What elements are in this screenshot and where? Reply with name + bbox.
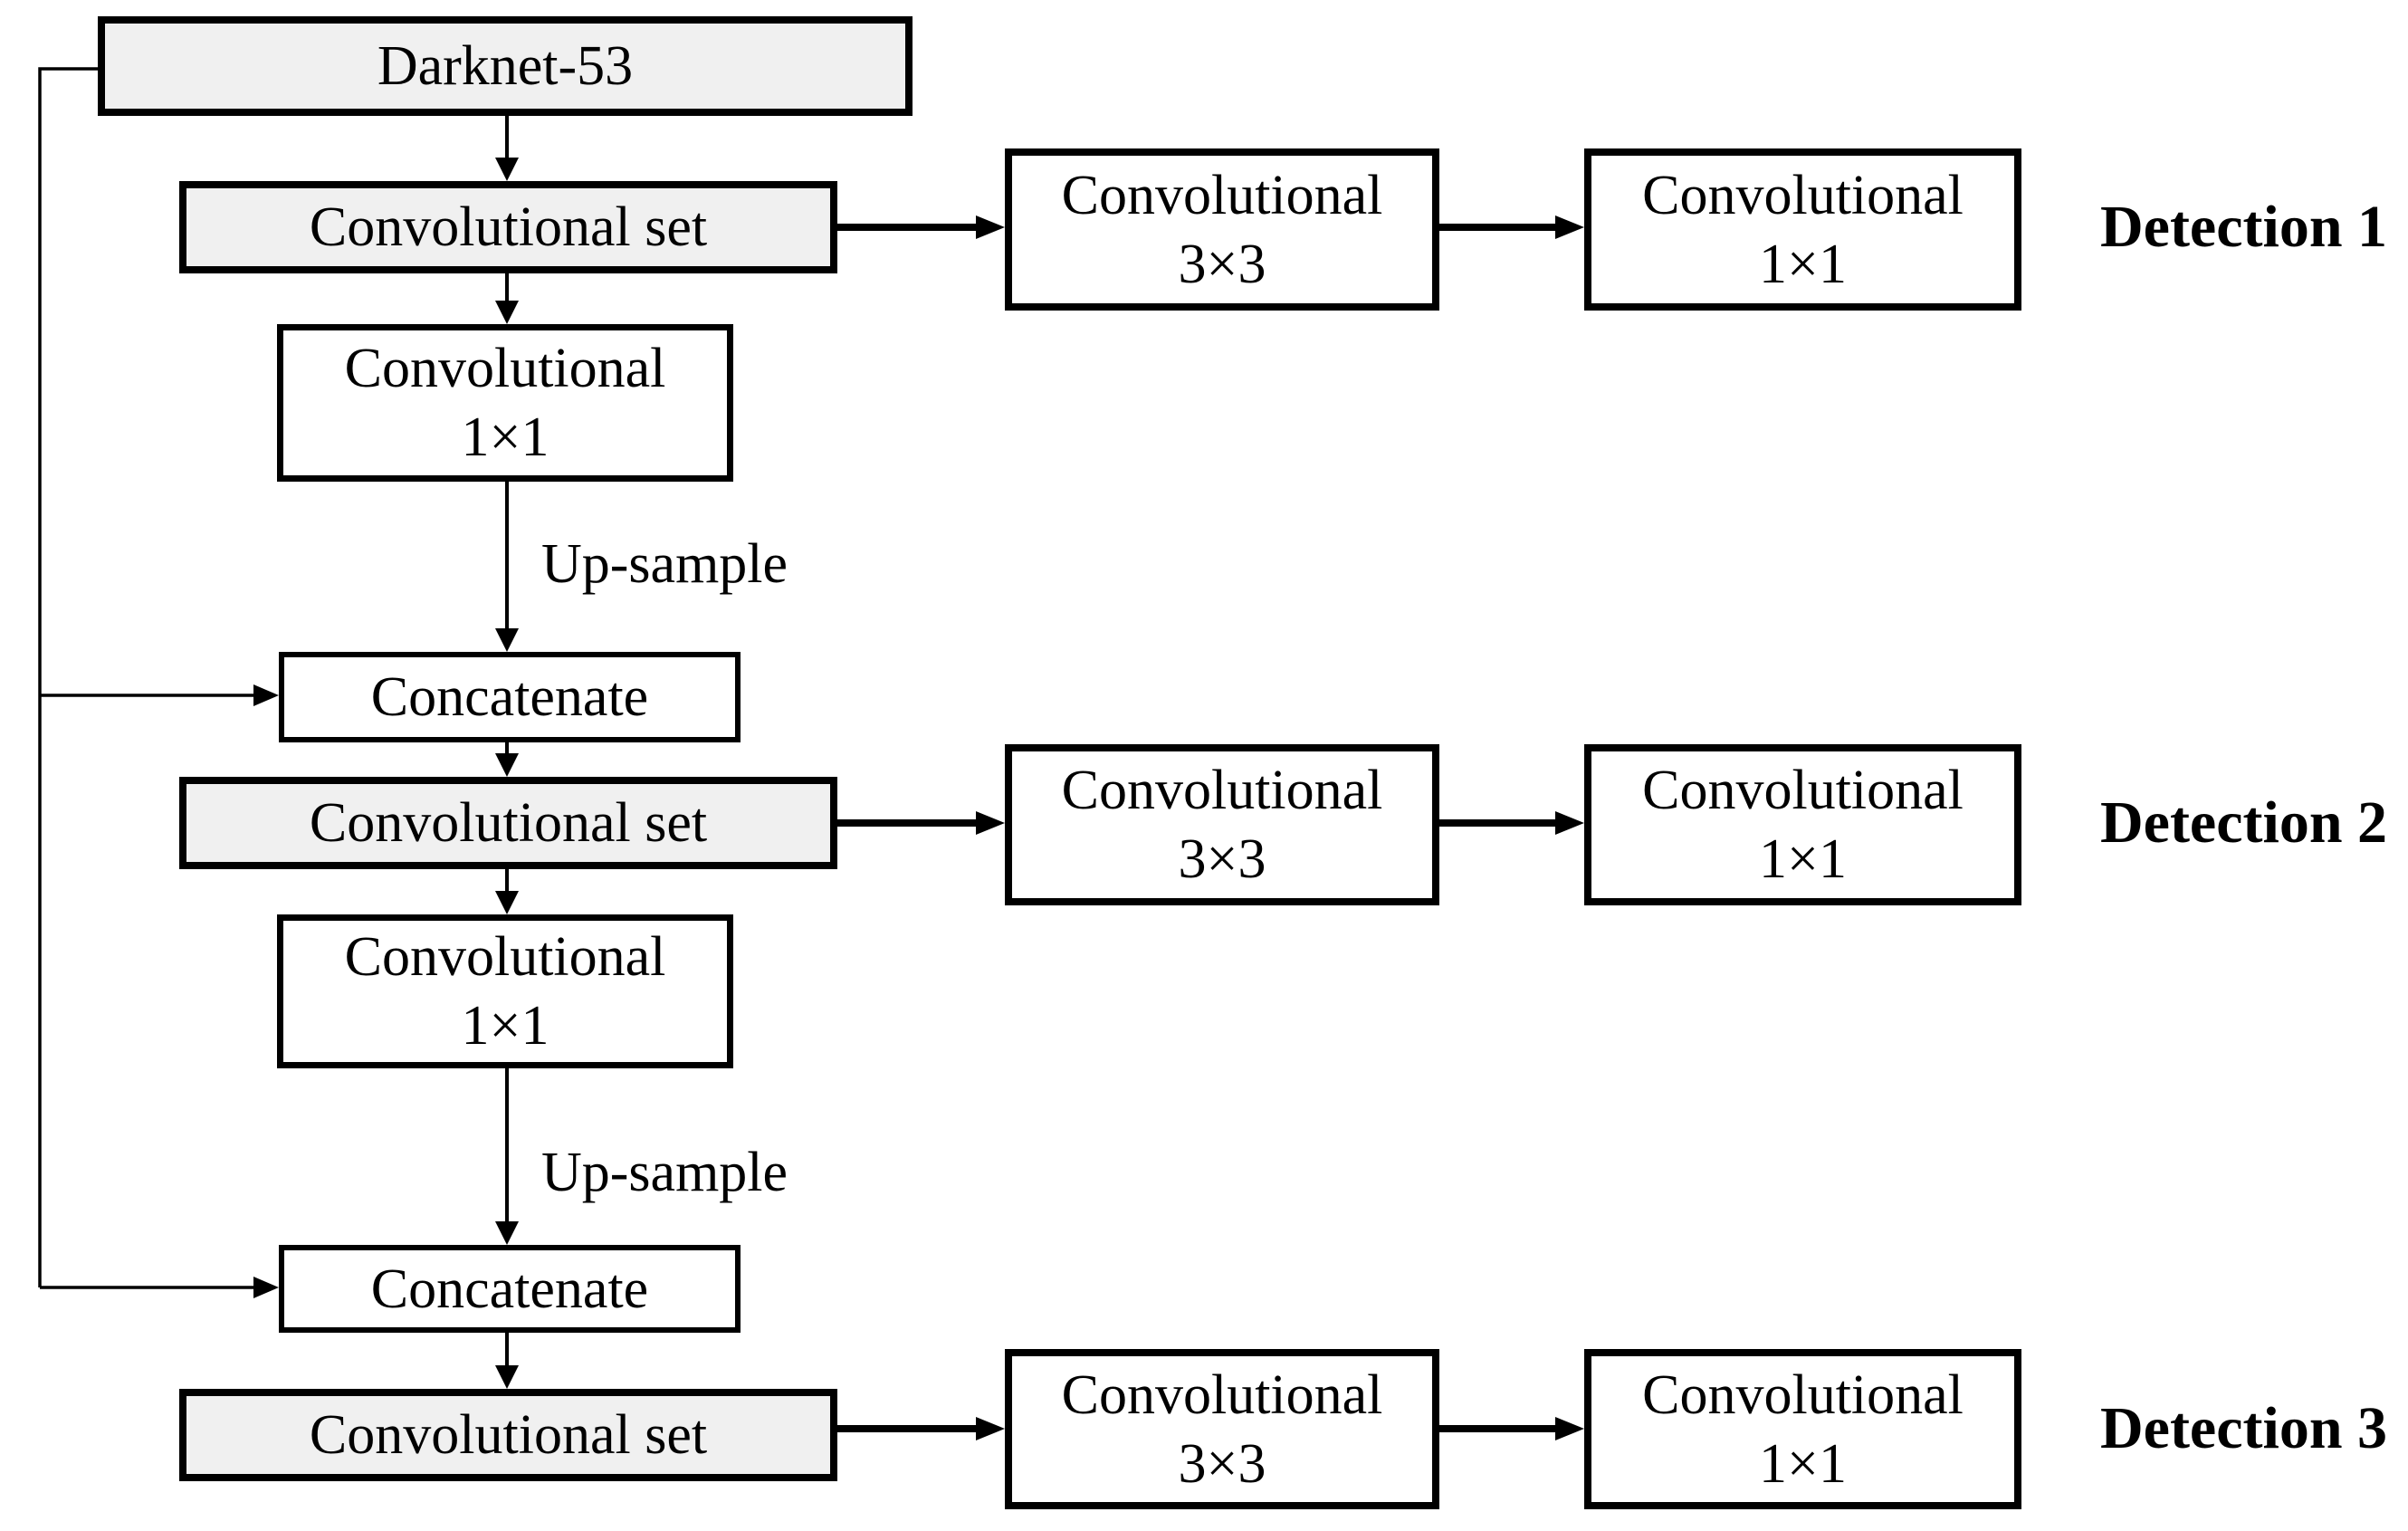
node-concatenate-1: Concatenate: [279, 652, 741, 742]
arrowheads: [253, 158, 1584, 1440]
label-detection-2: Detection 2: [2100, 789, 2388, 856]
node-concatenate-2-label: Concatenate: [370, 1258, 649, 1320]
node-conv-3x3-row3: Convolutional 3×3: [1005, 1349, 1439, 1509]
feedback-line-darknet: [38, 67, 257, 1289]
node-conv-1x1-row3: Convolutional 1×1: [1584, 1349, 2021, 1509]
node-conv-1x1-row3-line1: Convolutional: [1642, 1364, 1964, 1426]
node-convolutional-set-3-label: Convolutional set: [309, 1404, 708, 1466]
node-conv-1x1-row1-line2: 1×1: [1759, 233, 1847, 295]
label-up-sample-2: Up-sample: [541, 1142, 788, 1203]
node-conv-1x1-row2-line2: 1×1: [1759, 828, 1847, 890]
node-conv-1x1-row1-line1: Convolutional: [1642, 164, 1964, 226]
label-up-sample-1: Up-sample: [541, 533, 788, 595]
node-conv-3x3-row2-line1: Convolutional: [1061, 760, 1383, 821]
node-conv-1x1-upsample-1-line1: Convolutional: [344, 338, 666, 399]
node-conv-1x1-upsample-1-line2: 1×1: [461, 407, 549, 468]
node-conv-3x3-row2: Convolutional 3×3: [1005, 744, 1439, 905]
node-conv-1x1-upsample-2-line2: 1×1: [461, 995, 549, 1057]
node-conv-1x1-row1: Convolutional 1×1: [1584, 148, 2021, 311]
label-detection-1: Detection 1: [2100, 194, 2388, 260]
node-conv-1x1-upsample-2-line1: Convolutional: [344, 926, 666, 988]
node-convolutional-set-1: Convolutional set: [179, 181, 837, 273]
node-conv-1x1-row2-line1: Convolutional: [1642, 760, 1964, 821]
node-convolutional-set-1-label: Convolutional set: [309, 196, 708, 258]
node-convolutional-set-2: Convolutional set: [179, 777, 837, 869]
node-conv-3x3-row3-line2: 3×3: [1178, 1432, 1266, 1495]
node-conv-1x1-upsample-1: Convolutional 1×1: [277, 324, 733, 482]
node-conv-3x3-row1-line1: Convolutional: [1061, 164, 1383, 226]
node-darknet53: Darknet-53: [98, 16, 913, 116]
node-conv-3x3-row2-line2: 3×3: [1178, 828, 1266, 890]
node-conv-1x1-row2: Convolutional 1×1: [1584, 744, 2021, 905]
node-concatenate-1-label: Concatenate: [370, 666, 649, 728]
node-conv-3x3-row1: Convolutional 3×3: [1005, 148, 1439, 311]
node-convolutional-set-2-label: Convolutional set: [309, 792, 708, 854]
node-concatenate-2: Concatenate: [279, 1245, 741, 1333]
node-conv-1x1-row3-line2: 1×1: [1759, 1432, 1847, 1495]
node-conv-3x3-row1-line2: 3×3: [1178, 233, 1266, 295]
node-conv-3x3-row3-line1: Convolutional: [1061, 1364, 1383, 1426]
node-convolutional-set-3: Convolutional set: [179, 1389, 837, 1481]
node-conv-1x1-upsample-2: Convolutional 1×1: [277, 914, 733, 1068]
node-darknet53-label: Darknet-53: [377, 35, 634, 97]
label-detection-3: Detection 3: [2100, 1395, 2388, 1461]
